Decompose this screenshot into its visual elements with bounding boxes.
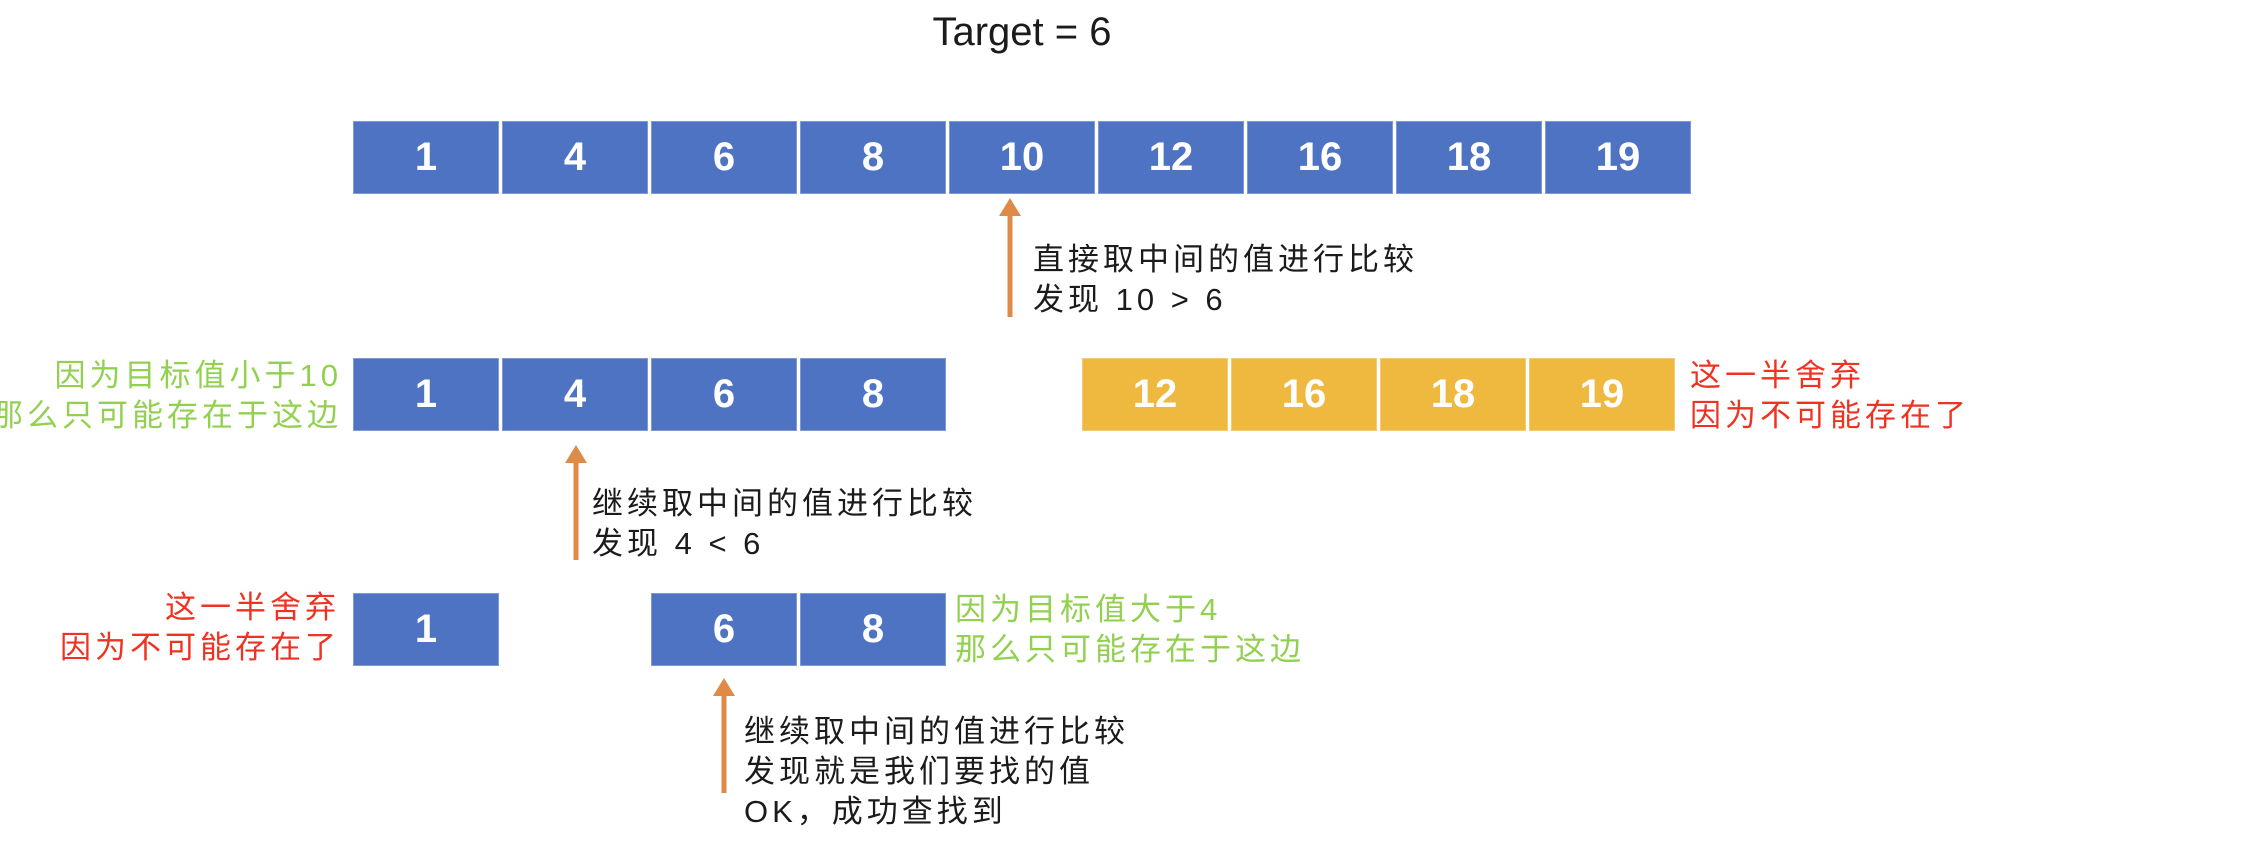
array-cell: 19: [1545, 121, 1691, 194]
step3-discarded-array: 1: [353, 593, 499, 666]
annotation-line: 继续取中间的值进行比较: [592, 486, 977, 521]
annotation-line: OK，成功查找到: [744, 794, 1007, 829]
annotation-line: 发现就是我们要找的值: [744, 754, 1094, 789]
array-cell: 1: [353, 593, 499, 666]
array-cell: 1: [353, 121, 499, 194]
step3-discard-note: 这一半舍弃 因为不可能存在了: [0, 588, 340, 668]
array-cell: 18: [1396, 121, 1542, 194]
annotation-line: 直接取中间的值进行比较: [1033, 242, 1418, 277]
note-line: 因为目标值大于4: [955, 592, 1222, 627]
array-cell: 6: [651, 121, 797, 194]
array-cell: 12: [1082, 358, 1228, 431]
step3-keep-note: 因为目标值大于4 那么只可能存在于这边: [955, 590, 1305, 670]
arrow-head: [999, 198, 1021, 216]
arrow-head: [713, 678, 735, 696]
array-cell: 4: [502, 121, 648, 194]
step2-discard-note: 这一半舍弃 因为不可能存在了: [1690, 356, 1970, 436]
step3-annotation: 继续取中间的值进行比较 发现就是我们要找的值 OK，成功查找到: [744, 712, 1129, 832]
array-cell: 8: [800, 593, 946, 666]
arrow-shaft: [721, 692, 727, 793]
array-cell: 1: [353, 358, 499, 431]
page-title: Target = 6: [932, 10, 1112, 54]
annotation-line: 发现 10 > 6: [1033, 282, 1227, 317]
array-cell: 10: [949, 121, 1095, 194]
array-cell: 8: [800, 358, 946, 431]
step1-mid-arrow-up-icon: [997, 198, 1023, 317]
array-cell: 19: [1529, 358, 1675, 431]
step3-mid-arrow-up-icon: [711, 678, 737, 793]
note-line: 因为不可能存在了: [60, 630, 340, 665]
array-cell: 16: [1247, 121, 1393, 194]
note-line: 那么只可能存在于这边: [0, 398, 342, 433]
array-cell: 18: [1380, 358, 1526, 431]
array-cell: 6: [651, 593, 797, 666]
step1-annotation: 直接取中间的值进行比较 发现 10 > 6: [1033, 240, 1418, 320]
step2-annotation: 继续取中间的值进行比较 发现 4 < 6: [592, 484, 977, 564]
array-cell: 6: [651, 358, 797, 431]
note-line: 那么只可能存在于这边: [955, 632, 1305, 667]
note-line: 因为目标值小于10: [54, 358, 342, 393]
note-line: 因为不可能存在了: [1690, 398, 1970, 433]
step2-mid-arrow-up-icon: [563, 445, 589, 560]
array-cell: 4: [502, 358, 648, 431]
arrow-shaft: [1007, 212, 1013, 317]
arrow-shaft: [573, 459, 579, 560]
array-cell: 12: [1098, 121, 1244, 194]
note-line: 这一半舍弃: [1690, 358, 1865, 393]
note-line: 这一半舍弃: [165, 590, 340, 625]
array-cell: 16: [1231, 358, 1377, 431]
arrow-head: [565, 445, 587, 463]
annotation-line: 发现 4 < 6: [592, 526, 765, 561]
array-cell: 8: [800, 121, 946, 194]
annotation-line: 继续取中间的值进行比较: [744, 714, 1129, 749]
step2-keep-note: 因为目标值小于10 那么只可能存在于这边: [0, 356, 342, 436]
